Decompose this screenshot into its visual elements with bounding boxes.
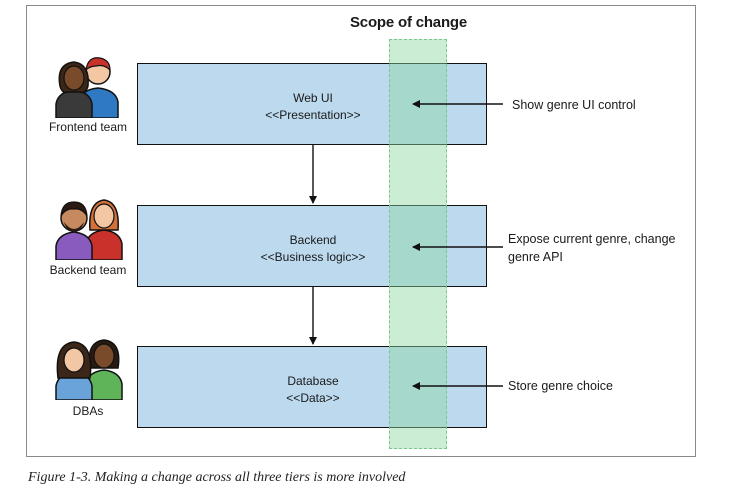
tier-box-backend: Backend <<Business logic>> (137, 205, 487, 287)
annotation-line: Show genre UI control (512, 98, 636, 112)
annotation-line: Store genre choice (508, 379, 613, 393)
backend-team-icon (55, 199, 123, 260)
tier-name: Backend (289, 233, 337, 247)
tier-box-database: Database <<Data>> (137, 346, 487, 428)
tier-name: Web UI (293, 91, 333, 105)
team-label-dbas: DBAs (72, 404, 104, 418)
annotation-2: Expose current genre, change genre API (508, 230, 675, 266)
figure-caption: Figure 1-3. Making a change across all t… (28, 470, 406, 485)
scope-label: Scope of change (350, 14, 468, 31)
team-label-frontend: Frontend team (48, 120, 128, 134)
annotation-line: Expose current genre, change (508, 232, 676, 246)
frontend-team-icon (55, 57, 119, 118)
tier-stereotype: <<Business logic>> (260, 250, 366, 264)
scope-of-change-region (389, 39, 447, 449)
tier-stereotype: <<Data>> (286, 391, 340, 405)
tier-name: Database (287, 374, 339, 388)
tier-stereotype: <<Presentation>> (265, 108, 361, 122)
annotation-line: genre API (508, 250, 563, 264)
dbas-icon (55, 339, 123, 400)
team-label-backend: Backend team (49, 263, 127, 277)
annotation-1: Show genre UI control (512, 96, 636, 114)
annotation-3: Store genre choice (508, 377, 613, 395)
